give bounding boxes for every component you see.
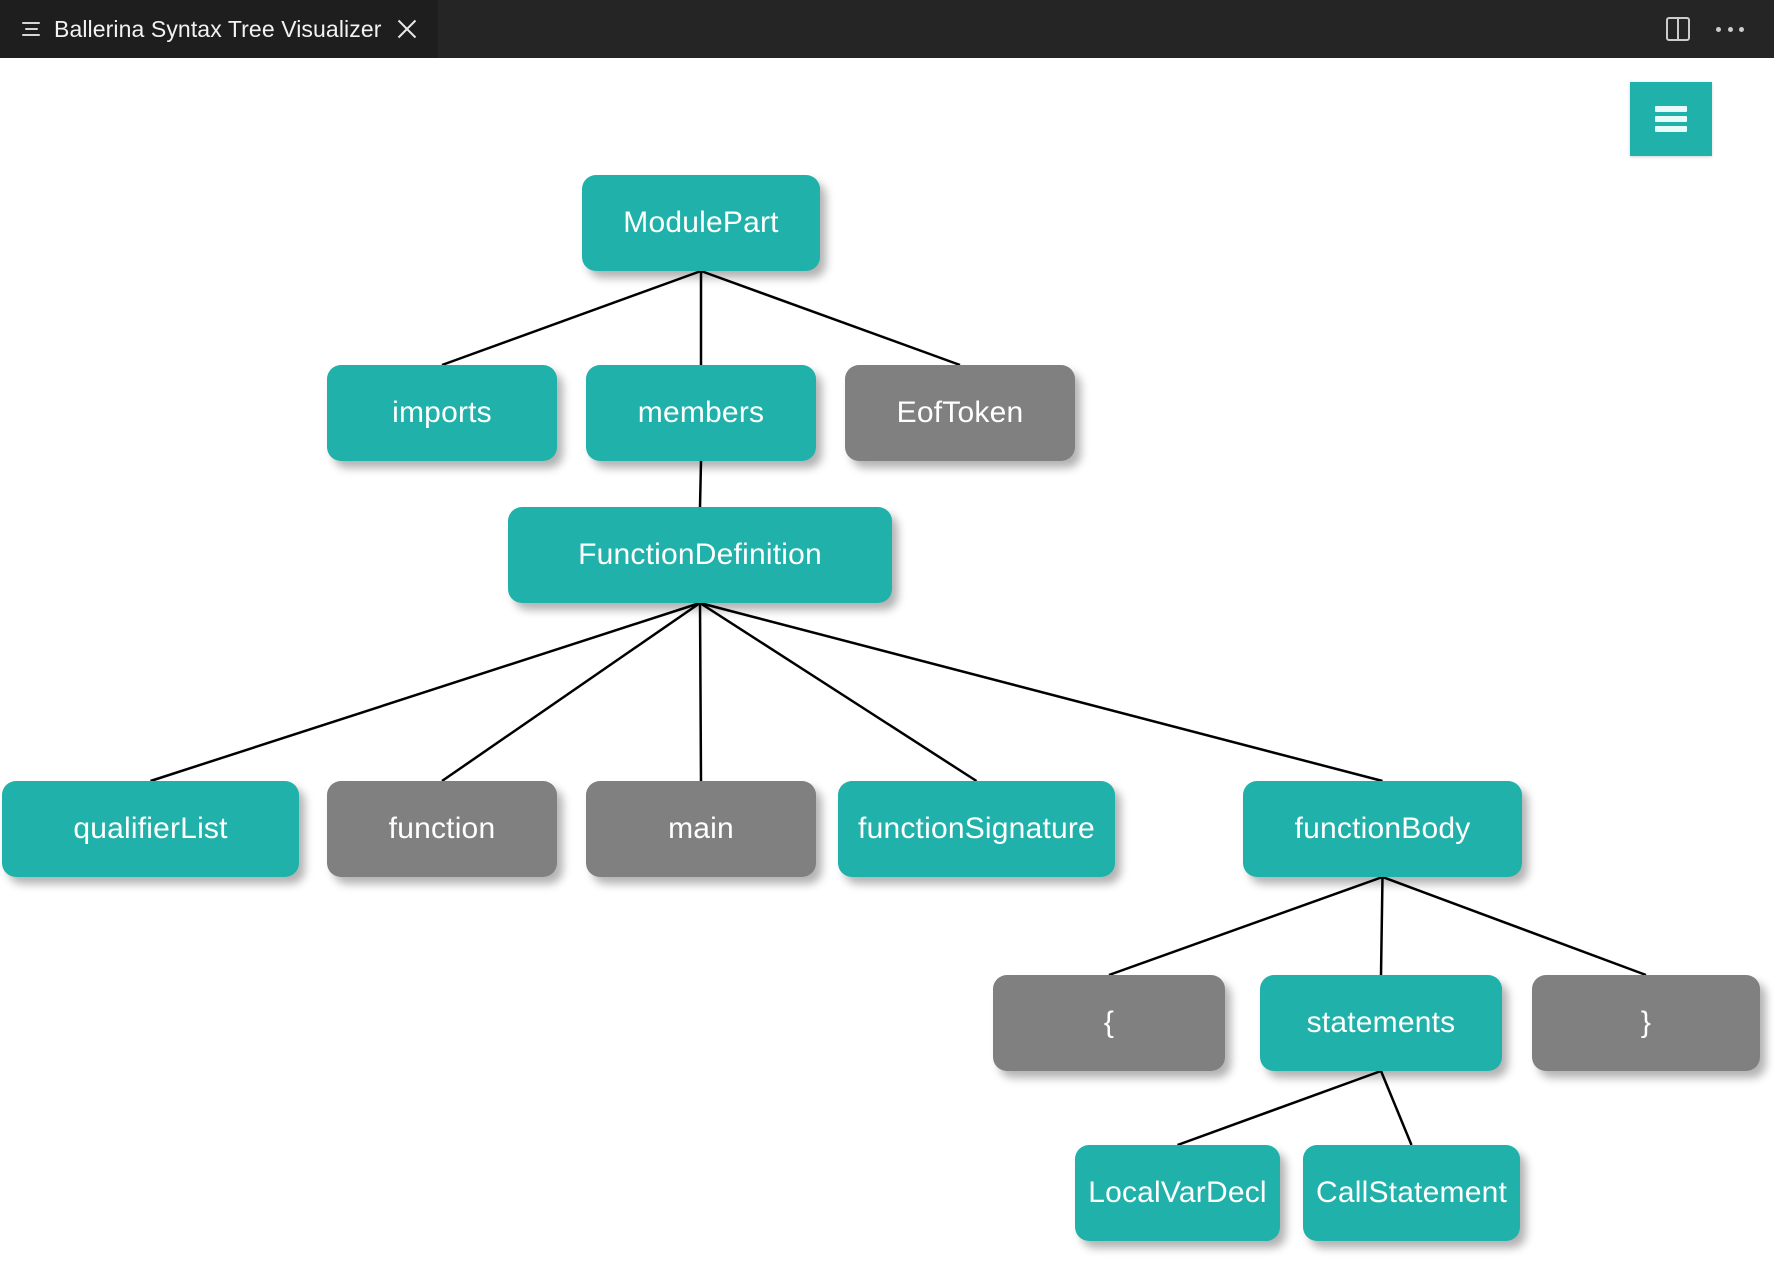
tree-node-functionsignature[interactable]: functionSignature — [838, 781, 1115, 877]
hamburger-icon — [1655, 106, 1687, 132]
tab-label: Ballerina Syntax Tree Visualizer — [54, 15, 382, 42]
tree-node-label: functionSignature — [858, 812, 1095, 845]
tree-edge-functionbody-to-statements — [1379, 876, 1384, 976]
tree-node-label: main — [668, 812, 734, 845]
tree-node-functionbody[interactable]: functionBody — [1243, 781, 1522, 877]
tree-node-statements[interactable]: statements — [1260, 975, 1502, 1071]
tab-ballerina-syntax-tree-visualizer[interactable]: Ballerina Syntax Tree Visualizer — [0, 0, 439, 58]
tree-node-closebrace[interactable]: } — [1532, 975, 1760, 1071]
tree-node-modulepart[interactable]: ModulePart — [582, 175, 820, 271]
tree-node-label: statements — [1306, 1006, 1456, 1039]
tree-node-label: } — [1640, 1006, 1652, 1039]
tree-edge-functionbody-to-closebrace — [1382, 875, 1647, 977]
tab-list-icon — [22, 21, 40, 37]
tree-edge-functiondefinition-to-main — [698, 602, 703, 782]
tree-node-label: FunctionDefinition — [578, 538, 822, 571]
tree-node-label: CallStatement — [1315, 1176, 1508, 1209]
tree-edge-functiondefinition-to-functionbody — [699, 601, 1383, 783]
tree-edge-modulepart-to-imports — [441, 269, 702, 367]
tree-node-label: members — [637, 396, 765, 429]
tree-node-callstatement[interactable]: CallStatement — [1303, 1145, 1520, 1241]
tree-edge-functionbody-to-openbrace — [1108, 875, 1383, 977]
tree-node-qualifierlist[interactable]: qualifierList — [2, 781, 299, 877]
tree-edge-statements-to-callstatement — [1379, 1070, 1413, 1146]
tree-node-label: function — [388, 812, 496, 845]
tree-edge-functiondefinition-to-qualifierlist — [150, 601, 701, 783]
tree-node-label: { — [1103, 1006, 1115, 1039]
tree-edge-functiondefinition-to-function — [441, 601, 701, 783]
tree-edges — [150, 269, 1647, 1147]
menu-button[interactable] — [1630, 82, 1712, 156]
close-icon[interactable] — [396, 18, 418, 40]
tree-node-functiondefinition[interactable]: FunctionDefinition — [508, 507, 892, 603]
tree-node-openbrace[interactable]: { — [993, 975, 1225, 1071]
tree-node-label: LocalVarDecl — [1088, 1176, 1267, 1209]
tree-edge-members-to-functiondefinition — [698, 460, 703, 508]
more-actions-icon[interactable] — [1716, 25, 1744, 33]
tab-bar-actions — [1666, 0, 1774, 58]
tree-edge-functiondefinition-to-functionsignature — [699, 601, 978, 783]
tree-node-label: ModulePart — [623, 206, 779, 239]
tree-node-imports[interactable]: imports — [327, 365, 557, 461]
tree-node-function[interactable]: function — [327, 781, 557, 877]
tree-edge-modulepart-to-eoftoken — [700, 269, 961, 367]
tree-node-localvardecl[interactable]: LocalVarDecl — [1075, 1145, 1280, 1241]
tree-node-eoftoken[interactable]: EofToken — [845, 365, 1075, 461]
tree-node-label: qualifierList — [73, 812, 228, 845]
tree-node-members[interactable]: members — [586, 365, 816, 461]
split-editor-icon[interactable] — [1666, 17, 1690, 41]
tree-node-label: imports — [392, 396, 492, 429]
tree-node-label: functionBody — [1294, 812, 1471, 845]
tree-edge-statements-to-localvardecl — [1177, 1069, 1382, 1147]
editor-tab-bar: Ballerina Syntax Tree Visualizer — [0, 0, 1774, 58]
tree-node-label: EofToken — [896, 396, 1024, 429]
tree-node-main[interactable]: main — [586, 781, 816, 877]
